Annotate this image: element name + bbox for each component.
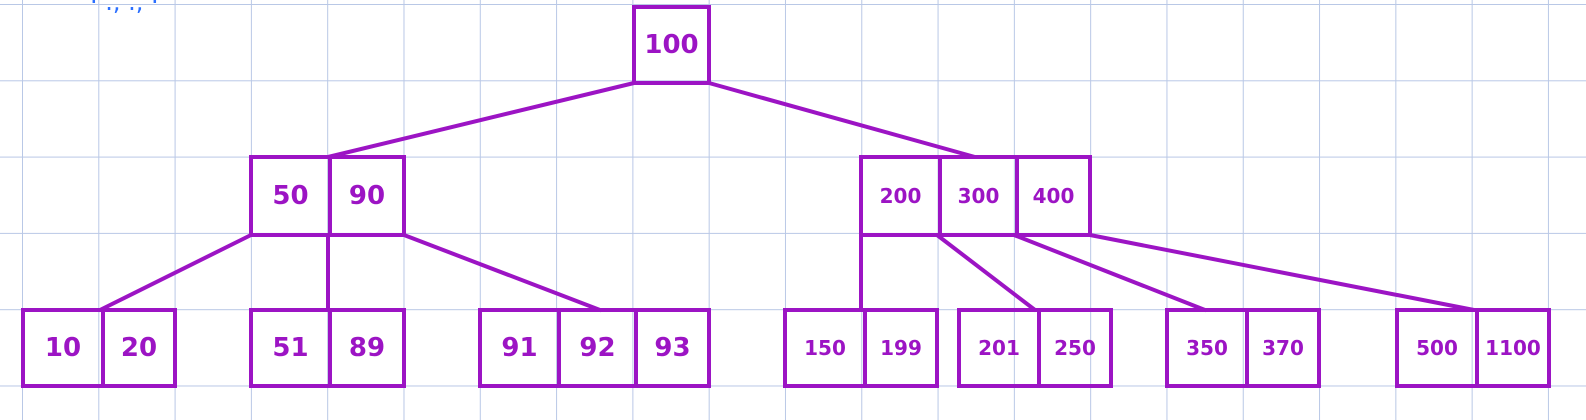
internal-right-key-0: 200 <box>879 184 922 208</box>
root-node: 100 <box>632 5 711 85</box>
edge-root-to-right <box>707 81 977 159</box>
leaf-6-key-0: 350 <box>1186 336 1228 360</box>
leaf-node-2: 51 89 <box>249 308 406 388</box>
partial-handwriting-top: · ., ., · <box>90 0 159 16</box>
leaf-1-key-1: 20 <box>101 312 173 384</box>
leaf-4-key-1: 199 <box>863 312 935 384</box>
leaf-2-key-0: 51 <box>272 333 309 363</box>
leaf-7-key-1: 1100 <box>1475 312 1547 384</box>
leaf-6-key-1: 370 <box>1245 312 1317 384</box>
leaf-node-4: 150 199 <box>783 308 939 388</box>
leaf-1-key-0: 10 <box>44 333 82 363</box>
leaf-node-3: 91 92 93 <box>478 308 711 388</box>
edge-l1a-to-leaf1 <box>98 233 253 312</box>
root-key-0: 100 <box>644 30 699 60</box>
leaf-7-key-0: 500 <box>1416 336 1458 360</box>
internal-node-left: 50 90 <box>249 155 406 237</box>
internal-right-key-1: 300 <box>938 159 1015 233</box>
leaf-node-1: 10 20 <box>21 308 177 388</box>
leaf-node-5: 201 250 <box>957 308 1113 388</box>
leaf-5-key-0: 201 <box>978 336 1020 360</box>
leaf-3-key-1: 92 <box>557 312 634 384</box>
edge-l1b-to-leaf6 <box>1012 233 1207 312</box>
edge-l1b-to-leaf7 <box>1088 233 1476 312</box>
internal-node-right: 200 300 400 <box>859 155 1092 237</box>
leaf-4-key-0: 150 <box>804 336 846 360</box>
internal-right-key-2: 400 <box>1015 159 1088 233</box>
leaf-2-key-1: 89 <box>328 312 402 384</box>
leaf-node-6: 350 370 <box>1165 308 1321 388</box>
edge-root-to-left <box>326 81 636 159</box>
edge-l1b-to-leaf5 <box>935 233 1037 312</box>
leaf-3-key-0: 91 <box>501 333 538 363</box>
internal-left-key-1: 90 <box>328 159 402 233</box>
internal-left-key-0: 50 <box>272 181 309 211</box>
leaf-5-key-1: 250 <box>1037 312 1109 384</box>
leaf-node-7: 500 1100 <box>1395 308 1551 388</box>
leaf-3-key-2: 93 <box>634 312 707 384</box>
edge-l1a-to-leaf3 <box>402 233 602 312</box>
